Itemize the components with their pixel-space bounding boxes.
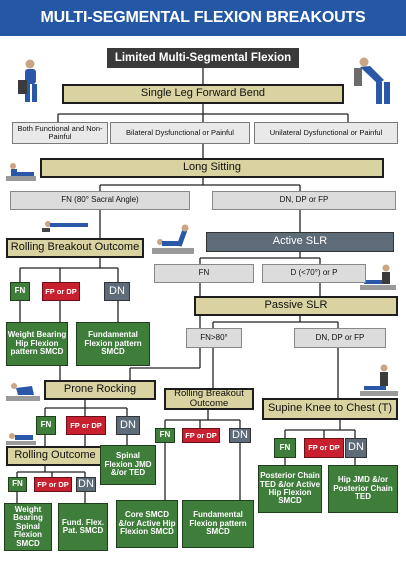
- prone-rocking-photo: [6, 383, 40, 401]
- clinician-photo-bending-right: [354, 57, 390, 104]
- dn-result-b: DN: [116, 416, 140, 435]
- fn-result-c: FN: [8, 477, 27, 492]
- fp-dp-result-d: FP or DP: [182, 428, 220, 443]
- d-less-70-or-p: D (<70°) or P: [262, 264, 366, 283]
- fn-active-slr: FN: [154, 264, 254, 283]
- passive-slr: Passive SLR: [194, 296, 398, 316]
- sacral-angle-photo: [42, 221, 88, 232]
- prone-rocking: Prone Rocking: [44, 380, 156, 400]
- weight-bearing-hip-smcd: Weight Bearing Hip Flexion pattern SMCD: [6, 322, 68, 366]
- fp-dp-result-a: FP or DP: [42, 282, 80, 301]
- core-smcd-active-hip-flexion: Core SMCD &/or Active Hip Flexion SMCD: [116, 500, 178, 548]
- dn-result-c: DN: [76, 477, 96, 492]
- long-sitting: Long Sitting: [40, 158, 384, 178]
- unilateral-dysfunctional-box: Unilateral Dysfunctional or Painful: [254, 122, 398, 144]
- bilateral-dysfunctional-box: Bilateral Dysfunctional or Painful: [110, 122, 250, 144]
- rolling-breakout-outcome-1: Rolling Breakout Outcome: [6, 238, 144, 258]
- posterior-chain-ted-active-hip-smcd: Posterior Chain TED &/or Active Hip Flex…: [258, 465, 322, 513]
- fp-dp-result-e: FP or DP: [304, 438, 344, 458]
- single-leg-forward-bend: Single Leg Forward Bend: [62, 84, 344, 104]
- title-banner: MULTI-SEGMENTAL FLEXION BREAKOUTS: [0, 0, 406, 36]
- long-sitting-photo: [6, 163, 36, 181]
- fund-flex-pat-smcd: Fund. Flex. Pat. SMCD: [58, 503, 108, 551]
- dn-result-d: DN: [229, 428, 251, 443]
- supine-knee-chest-photo: [360, 364, 398, 396]
- fp-dp-result-c: FP or DP: [34, 477, 72, 492]
- dn-dp-fp-passive-slr: DN, DP or FP: [294, 328, 386, 348]
- fn-result-a: FN: [10, 282, 30, 301]
- fundamental-flexion-pattern-smcd-1: Fundamental Flexion pattern SMCD: [76, 322, 150, 366]
- weight-bearing-spinal-flexion-smcd: Weight Bearing Spinal Flexion SMCD: [4, 503, 52, 551]
- dn-dp-fp-long-sitting: DN, DP or FP: [212, 191, 396, 210]
- fp-dp-result-b: FP or DP: [66, 416, 106, 435]
- hip-jmd-posterior-chain-ted: Hip JMD &/or Posterior Chain TED: [328, 465, 398, 513]
- fn-result-b: FN: [36, 416, 56, 435]
- fundamental-flexion-pattern-smcd-2: Fundamental Flexion pattern SMCD: [182, 500, 254, 548]
- rolling-breakout-outcome-2: Rolling Breakout Outcome: [164, 388, 254, 410]
- rolling-outcome: Rolling Outcome: [6, 446, 104, 466]
- spinal-flexion-jmd-ted: Spinal Flexion JMD &/or TED: [100, 445, 156, 485]
- fn-result-e: FN: [274, 438, 296, 458]
- rolling-photo: [6, 433, 36, 445]
- fn-result-d: FN: [155, 428, 175, 443]
- passive-slr-photo: [360, 264, 396, 290]
- both-functional-box: Both Functional and Non-Painful: [12, 122, 108, 144]
- active-slr: Active SLR: [206, 232, 394, 252]
- clinician-photo-standing-left: [18, 59, 37, 102]
- active-slr-photo: [152, 224, 194, 254]
- fn-sacral-angle: FN (80° Sacral Angle): [10, 191, 190, 210]
- limited-multi-segmental-flexion: Limited Multi-Segmental Flexion: [107, 48, 299, 68]
- fn-greater-80: FN>80°: [186, 328, 242, 348]
- dn-result-a: DN: [104, 282, 130, 301]
- dn-result-e: DN: [345, 438, 367, 458]
- supine-knee-to-chest: Supine Knee to Chest (T): [262, 398, 398, 420]
